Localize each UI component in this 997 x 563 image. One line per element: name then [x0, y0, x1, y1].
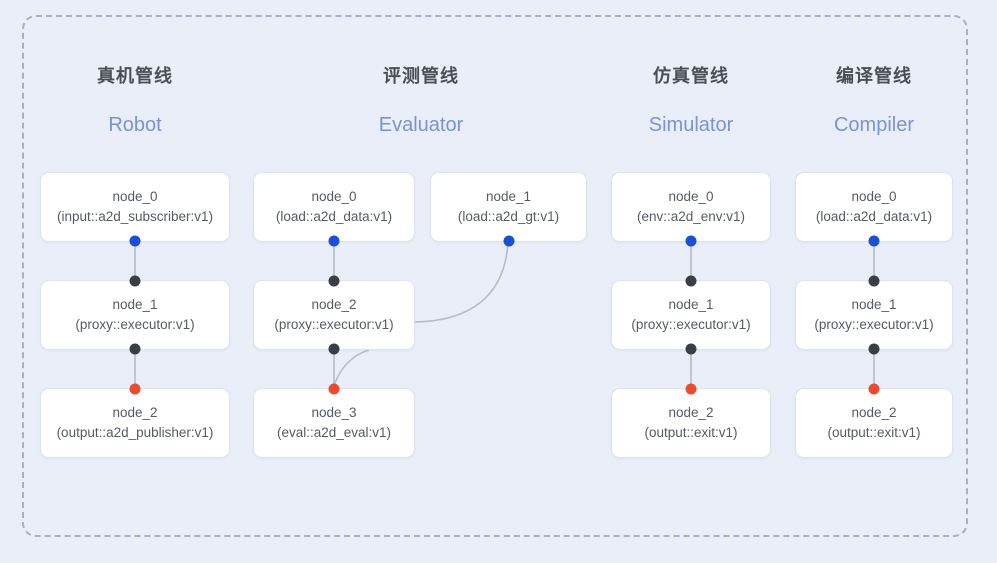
node-title: node_1 [112, 297, 158, 313]
node-spec: (proxy::executor:v1) [631, 317, 751, 332]
node-robot-node_1[interactable]: node_1 (proxy::executor:v1) [40, 275, 230, 355]
port-input-red[interactable] [129, 383, 141, 395]
port-output-dark[interactable] [129, 343, 141, 355]
node-spec: (output::exit:v1) [827, 425, 921, 440]
node-title: node_1 [668, 297, 714, 313]
node-title: node_0 [668, 189, 714, 205]
node-spec: (eval::a2d_eval:v1) [276, 425, 392, 440]
node-spec: (load::a2d_data:v1) [275, 209, 393, 224]
port-output-dark[interactable] [868, 343, 880, 355]
node-compiler-node_0[interactable]: node_0 (load::a2d_data:v1) [795, 172, 953, 247]
node-spec: (proxy::executor:v1) [814, 317, 934, 332]
node-spec: (output::a2d_publisher:v1) [56, 425, 214, 440]
node-title: node_2 [851, 405, 897, 421]
port-input-dark[interactable] [868, 275, 880, 287]
node-title: node_2 [668, 405, 714, 421]
port-output-blue[interactable] [503, 235, 514, 247]
node-simulator-node_1[interactable]: node_1 (proxy::executor:v1) [611, 275, 771, 355]
node-spec: (load::a2d_gt:v1) [457, 209, 560, 224]
node-title: node_3 [311, 405, 357, 421]
node-robot-node_0[interactable]: node_0 (input::a2d_subscriber:v1) [40, 172, 230, 247]
port-input-dark[interactable] [328, 275, 340, 287]
port-output-blue[interactable] [129, 235, 141, 247]
node-simulator-node_0[interactable]: node_0 (env::a2d_env:v1) [611, 172, 771, 247]
node-spec: (proxy::executor:v1) [75, 317, 195, 332]
node-spec: (load::a2d_data:v1) [815, 209, 933, 224]
port-input-red[interactable] [868, 383, 880, 395]
port-output-dark[interactable] [328, 343, 340, 355]
node-evaluator-node_2[interactable]: node_2 (proxy::executor:v1) [253, 275, 415, 355]
port-output-blue[interactable] [328, 235, 340, 247]
node-spec: (proxy::executor:v1) [274, 317, 394, 332]
node-title: node_0 [851, 189, 897, 205]
node-spec: (env::a2d_env:v1) [636, 209, 746, 224]
node-compiler-node_2[interactable]: node_2 (output::exit:v1) [795, 383, 953, 458]
node-title: node_1 [851, 297, 897, 313]
node-evaluator-node_0[interactable]: node_0 (load::a2d_data:v1) [253, 172, 415, 247]
port-input-dark[interactable] [129, 275, 141, 287]
node-evaluator-node_1-gt[interactable]: node_1 (load::a2d_gt:v1) [430, 172, 587, 247]
node-title: node_1 [485, 189, 532, 205]
node-evaluator-node_3[interactable]: node_3 (eval::a2d_eval:v1) [253, 383, 415, 458]
port-input-red[interactable] [685, 383, 697, 395]
node-spec: (input::a2d_subscriber:v1) [56, 209, 214, 224]
node-title: node_0 [112, 189, 158, 205]
port-output-dark[interactable] [685, 343, 697, 355]
node-title: node_2 [311, 297, 357, 313]
node-title: node_0 [311, 189, 357, 205]
port-output-blue[interactable] [868, 235, 880, 247]
port-input-dark[interactable] [685, 275, 697, 287]
port-input-red[interactable] [328, 383, 340, 395]
dashed-container-frame [22, 15, 968, 537]
node-compiler-node_1[interactable]: node_1 (proxy::executor:v1) [795, 275, 953, 355]
port-output-blue[interactable] [685, 235, 697, 247]
node-spec: (output::exit:v1) [644, 425, 738, 440]
node-simulator-node_2[interactable]: node_2 (output::exit:v1) [611, 383, 771, 458]
node-robot-node_2[interactable]: node_2 (output::a2d_publisher:v1) [40, 383, 230, 458]
node-title: node_2 [112, 405, 158, 421]
